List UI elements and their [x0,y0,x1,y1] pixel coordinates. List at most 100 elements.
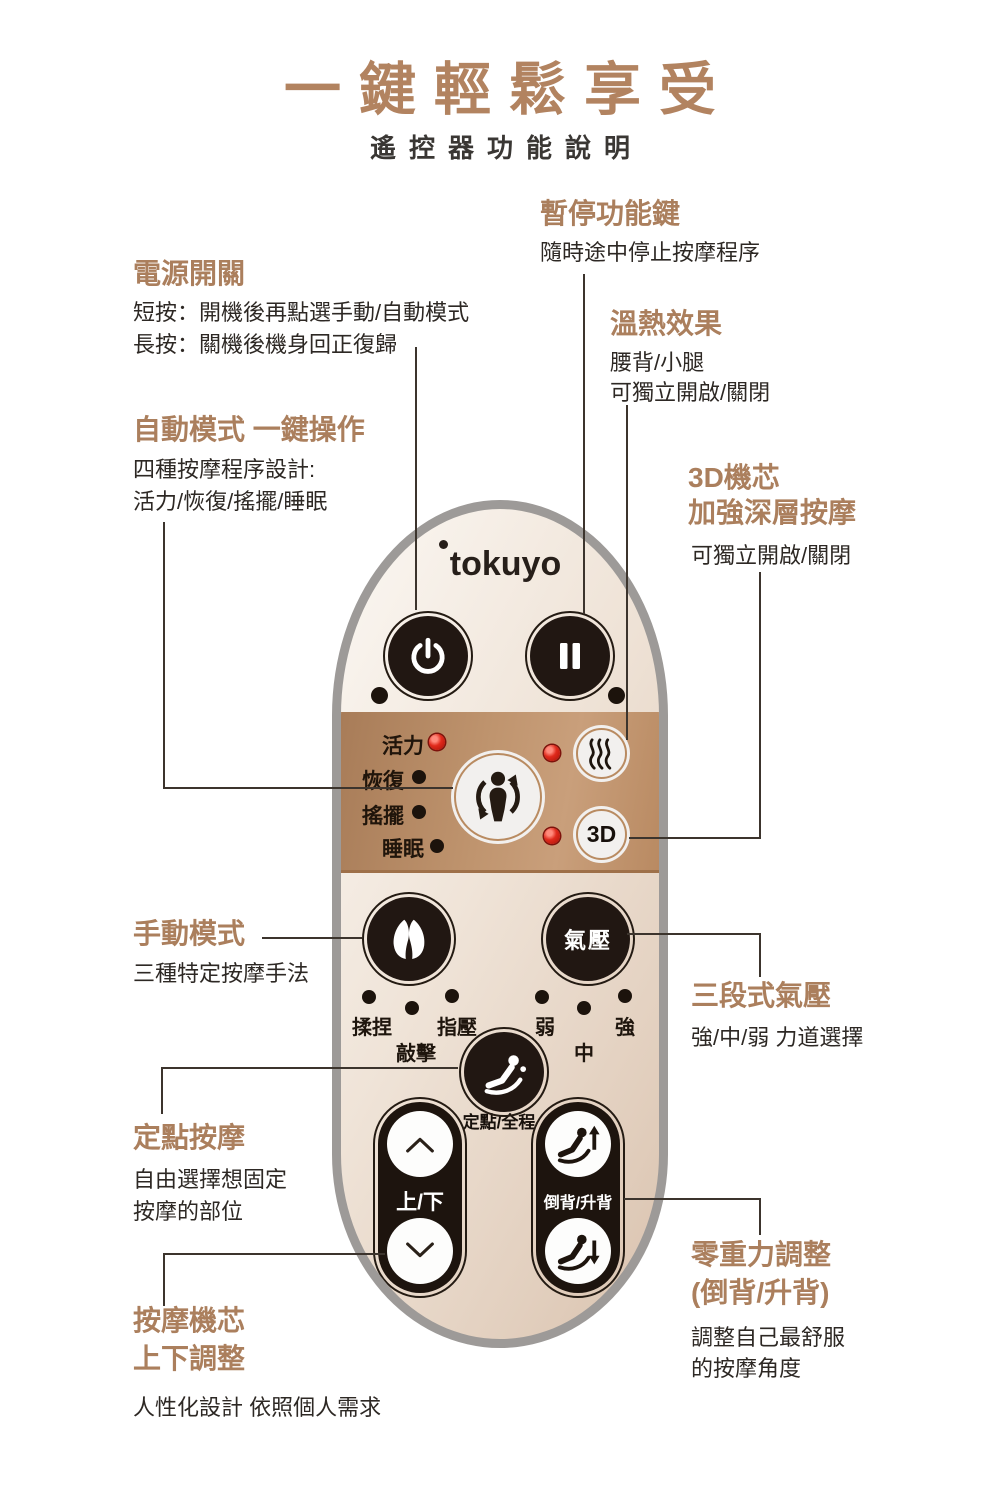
manual-dot-tap [405,1001,419,1015]
manual-mode-heading: 手動模式 [133,918,246,949]
heat-button[interactable] [573,725,630,782]
callout-line-zg-h [624,1198,761,1200]
lift-heading-line2: 上下調整 [133,1343,246,1374]
air-pressure-button-label: 氣壓 [563,928,612,953]
down-button[interactable] [387,1218,453,1284]
recline-up-icon [557,1125,600,1164]
power-desc-line1: 短按：開機後再點選手動/自動模式 [133,300,470,325]
motor3d-desc: 可獨立開啟/關閉 [691,543,852,568]
manual-level-knead: 揉捏 [352,1017,392,1039]
air-pressure-button[interactable]: 氣壓 [541,892,635,986]
mode-led-vitality [429,734,445,750]
motor3d-heading-line1: 3D機芯 [688,462,780,493]
pause-button[interactable] [525,611,615,701]
recline-up-button[interactable] [545,1218,611,1284]
accent-dot-left [371,687,388,704]
point-full-button[interactable] [459,1027,549,1117]
callout-line-lift-h [163,1253,385,1255]
threed-button[interactable]: 3D [573,806,630,863]
point-massage-desc: 自由選擇想固定 按摩的部位 [133,1164,287,1228]
manual-dot-knead [362,990,376,1004]
auto-mode-desc-line2: 活力/恢復/搖擺/睡眠 [133,489,328,514]
callout-line-manual [262,937,362,939]
recline-label: 倒背/升背 [543,1195,613,1212]
auto-mode-desc-line1: 四種按摩程序設計: [133,457,316,482]
air-level-medium: 中 [574,1043,594,1065]
motor3d-heading-line2: 加強深層按摩 [688,497,857,528]
heat-desc-line1: 腰背/小腿 [610,350,705,375]
recline-pill: 倒背/升背 [531,1097,625,1298]
threed-button-label: 3D [586,821,617,847]
recline-down-icon [557,1234,600,1271]
up-button[interactable] [387,1111,453,1177]
mode-label-swing: 搖擺 [362,805,404,828]
power-icon [411,637,445,674]
air-dot-medium [577,1001,591,1015]
lift-heading: 按摩機芯 上下調整 [133,1302,245,1378]
manual-mode-button[interactable] [362,892,456,986]
callout-line-auto-h [163,787,453,789]
heat-button-ring [576,728,627,779]
manual-level-tap: 敲擊 [396,1043,436,1065]
mode-dot-recovery [412,770,426,784]
point-massage-heading: 定點按摩 [133,1122,246,1153]
callout-line-heat [626,405,628,740]
lift-heading-line1: 按摩機芯 [133,1305,246,1336]
auto-mode-heading: 自動模式 一鍵操作 [133,414,365,445]
zero-gravity-desc-line2: 的按摩角度 [691,1356,802,1381]
logo-dot [438,540,448,549]
auto-mode-button-ring [454,753,542,841]
callout-line-air-v [759,933,761,977]
air-dot-strong [618,989,632,1003]
recline-back-button[interactable] [545,1111,611,1177]
page-subtitle: 遙控器功能說明 [369,134,643,163]
air-dot-weak [535,990,549,1004]
zero-gravity-heading-line1: 零重力調整 [691,1239,832,1270]
remote-control: tokuyo 活力 恢復 搖擺 睡眠 [332,500,668,1348]
mode-label-recovery: 恢復 [362,770,404,793]
power-desc-line2: 長按：關機後機身回正復歸 [133,332,398,357]
air-desc: 強/中/弱 力道選擇 [691,1025,864,1050]
callout-line-3d-h [629,837,761,839]
point-full-caption: 定點/全程 [462,1113,536,1132]
power-button[interactable] [383,611,473,701]
manual-mode-desc: 三種特定按摩手法 [133,961,310,986]
callout-line-zg-v [759,1198,761,1235]
heat-led [544,745,560,761]
point-massage-desc-line2: 按摩的部位 [133,1199,244,1224]
chevron-down-icon [406,1242,434,1258]
motor3d-heading: 3D機芯 加強深層按摩 [688,460,856,530]
lift-desc: 人性化設計 依照個人需求 [133,1395,382,1420]
auto-mode-desc: 四種按摩程序設計: 活力/恢復/搖擺/睡眠 [133,454,327,518]
zero-gravity-desc-line1: 調整自己最舒服 [691,1325,846,1350]
massage-hands-icon [393,919,425,959]
page-title: 一鍵輕鬆享受 [284,59,734,122]
power-desc: 短按：開機後再點選手動/自動模式 長按：關機後機身回正復歸 [133,297,469,361]
recline-chair-icon [484,1055,527,1095]
logo-text: tokuyo [449,545,562,583]
heat-desc: 腰背/小腿 可獨立開啟/關閉 [610,348,770,408]
accent-dot-right [608,687,625,704]
point-massage-desc-line1: 自由選擇想固定 [133,1167,288,1192]
callout-line-lift-v [163,1253,165,1306]
power-heading: 電源開關 [133,258,246,289]
zero-gravity-heading: 零重力調整 (倒背/升背) [691,1236,831,1312]
air-level-strong: 強 [615,1017,635,1039]
mode-dot-swing [412,805,426,819]
tokuyo-logo: tokuyo [341,540,659,584]
manual-dot-shiatsu [445,989,459,1003]
callout-line-point-v [161,1067,163,1114]
auto-mode-button[interactable] [451,750,545,844]
updown-pill: 上/下 [373,1097,467,1298]
pause-desc: 隨時途中停止按摩程序 [540,240,761,265]
callout-line-power [415,347,417,610]
manual-level-shiatsu: 指壓 [437,1017,477,1039]
callout-line-pause [583,274,585,614]
chevron-up-icon [406,1137,434,1153]
threed-button-ring [576,809,627,860]
pause-icon [560,643,580,669]
air-heading: 三段式氣壓 [691,980,832,1011]
zero-gravity-heading-line2: (倒背/升背) [691,1277,830,1308]
heat-heading: 溫熱效果 [610,308,723,339]
pause-heading: 暫停功能鍵 [540,198,681,229]
